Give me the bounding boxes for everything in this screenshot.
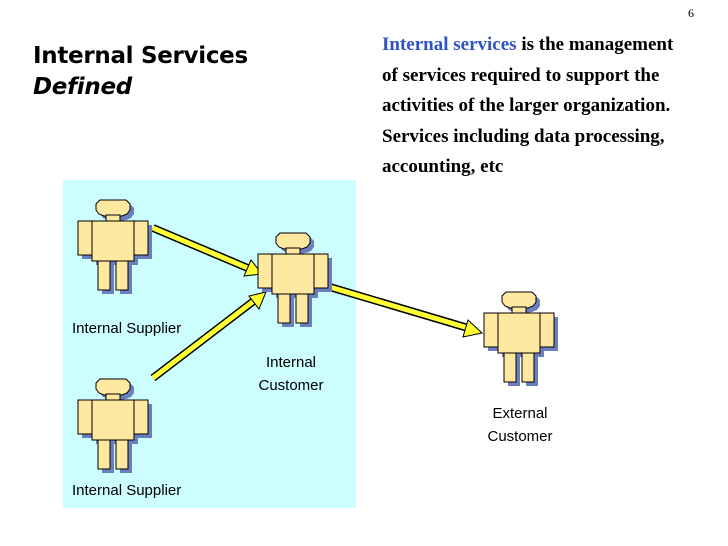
internal-supplier-top-label: Internal Supplier <box>72 320 181 337</box>
arrow-internal-to-external-customer <box>321 281 484 338</box>
internal-supplier-bottom-label: Internal Supplier <box>72 482 181 499</box>
external-customer-label-line-2: Customer <box>487 428 552 445</box>
arrow-supplier-bottom-to-internal-customer <box>150 291 267 382</box>
definition-body: is the management of services required t… <box>382 34 674 177</box>
title-line-2: Defined <box>33 74 132 100</box>
definition-highlight: Internal services <box>382 34 517 55</box>
arrow-supplier-top-to-internal-customer <box>151 224 263 277</box>
slide-title: Internal Services Defined <box>33 41 248 103</box>
internal-customer-label-line-2: Customer <box>258 377 323 394</box>
title-line-1: Internal Services <box>33 43 248 69</box>
internal-customer-label-line-1: Internal <box>266 354 316 371</box>
external-customer-figure <box>483 291 558 386</box>
definition-text: Internal services is the management of s… <box>382 30 682 183</box>
slide-number: 6 <box>688 6 694 20</box>
external-customer-label-line-1: External <box>492 405 547 422</box>
